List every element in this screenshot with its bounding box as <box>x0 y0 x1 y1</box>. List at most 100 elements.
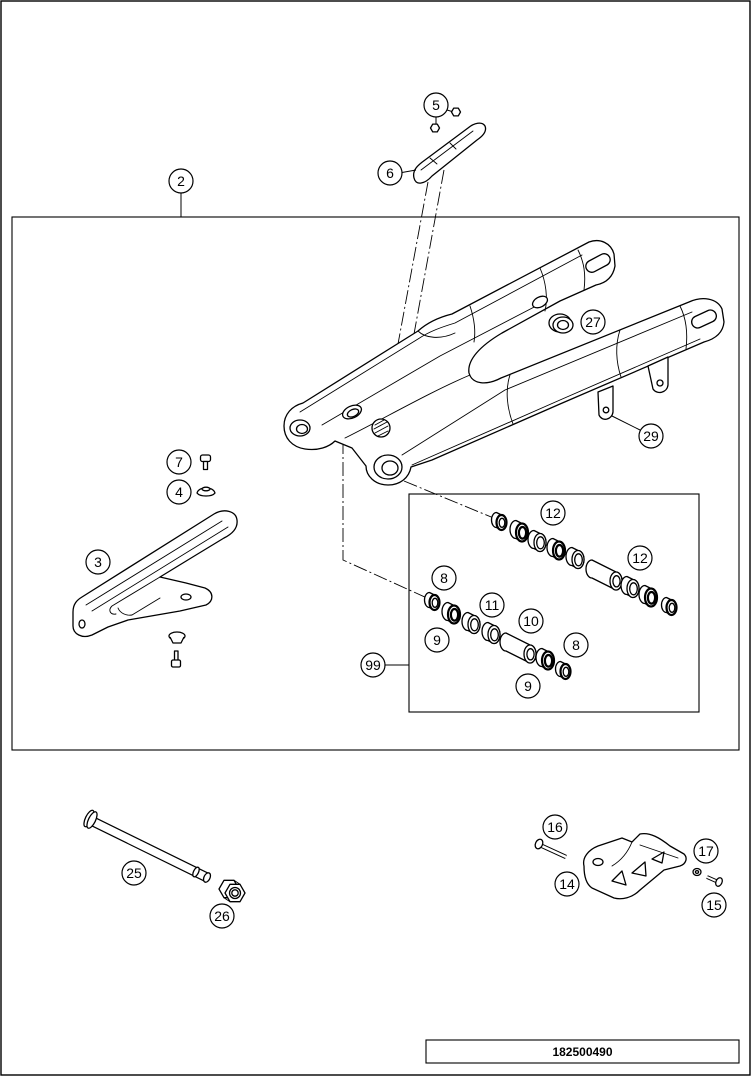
callout-circle <box>701 892 727 918</box>
lower-arm-ridge-line <box>411 338 701 466</box>
callout-number: 6 <box>386 165 394 181</box>
chain-guide <box>582 832 687 900</box>
callout-number: 2 <box>177 173 185 189</box>
callout-26: 26 <box>209 903 235 929</box>
washer-17 <box>692 867 702 877</box>
callout-14: 14 <box>554 871 580 897</box>
drawing-number-frame <box>425 1039 740 1064</box>
bolt-7 <box>199 454 212 471</box>
callout-9-left: 9 <box>424 627 450 653</box>
cover-opening <box>531 295 549 309</box>
callout-29: 29 <box>638 423 664 449</box>
callout-number: 3 <box>94 554 102 570</box>
callout-number: 25 <box>126 865 142 881</box>
slider-washer <box>168 631 186 644</box>
callout-circle <box>627 545 653 571</box>
callout-circle <box>693 838 719 864</box>
crossbar-opening-inner <box>346 408 360 418</box>
callout-number: 9 <box>433 632 441 648</box>
seal-ring <box>508 519 530 543</box>
callout-circle <box>638 423 664 449</box>
callout-circle <box>563 632 589 658</box>
callout-number: 5 <box>432 97 440 113</box>
callout-circle <box>515 673 541 699</box>
callout-number: 29 <box>643 428 659 444</box>
bearing-kit <box>423 511 678 681</box>
slider-bolt <box>170 650 182 668</box>
grille-plug <box>371 418 391 438</box>
callout-number: 14 <box>559 876 575 892</box>
crossbar-seam-line <box>344 374 471 439</box>
callout-circle <box>554 871 580 897</box>
upper-axle-slot <box>585 253 611 273</box>
callout-circle <box>360 652 386 678</box>
callout-99: 99 <box>360 652 386 678</box>
lower-arm-top-face-line <box>401 311 693 456</box>
assembly-line-left-pivot <box>342 440 428 599</box>
left-pivot-bore <box>295 423 309 435</box>
thrust-ring <box>461 611 481 635</box>
callout-circle <box>580 309 606 335</box>
callout-circle <box>209 903 235 929</box>
drawing-number-box: 182500490 <box>425 1039 740 1064</box>
callout-circle <box>168 168 194 194</box>
cap-4 <box>196 486 216 497</box>
guide-bolt-16 <box>534 838 567 859</box>
spacer-sleeve <box>585 559 623 591</box>
upper-arm-section-line <box>539 267 547 312</box>
callout-circle <box>540 500 566 526</box>
drawing-number: 182500490 <box>552 1045 612 1059</box>
axle-shoulder <box>192 866 200 878</box>
callout-circle <box>166 479 192 505</box>
thrust-ring <box>527 529 547 553</box>
nut-front <box>429 123 441 133</box>
leader-29 <box>611 415 641 431</box>
callout-number: 7 <box>175 454 183 470</box>
assembly-line-right-pivot <box>403 480 497 520</box>
callout-circle <box>166 449 192 475</box>
leader-lines <box>180 109 641 666</box>
seal-ring <box>637 584 659 608</box>
chain-slider <box>72 510 238 638</box>
callout-4: 4 <box>166 479 192 505</box>
seal-ring <box>534 647 556 671</box>
callout-circle <box>85 549 111 575</box>
axle-nut <box>218 879 246 903</box>
callout-7: 7 <box>166 449 192 475</box>
needle-bearing <box>565 546 585 570</box>
upper-arm-ridge-line <box>321 303 541 426</box>
assembly-line-slider-front <box>397 181 429 345</box>
slider-mount-hump-line <box>417 330 456 338</box>
callout-number: 12 <box>545 505 561 521</box>
swingarm-body <box>283 239 725 486</box>
leader-6 <box>401 169 417 173</box>
lower-arm-end-line <box>679 305 688 350</box>
spacer-sleeve <box>499 632 537 664</box>
slider-nuts <box>429 107 462 133</box>
brake-mount-hole <box>602 406 610 414</box>
callout-8-left: 8 <box>431 565 457 591</box>
callout-number: 8 <box>572 637 580 653</box>
callout-27: 27 <box>580 309 606 335</box>
callout-circle <box>121 860 147 886</box>
needle-bearing <box>481 621 501 645</box>
upper-arm-top-face-line <box>299 254 583 413</box>
callout-15: 15 <box>701 892 727 918</box>
swingarm <box>283 239 725 486</box>
cover-grommet <box>548 313 574 334</box>
callout-number: 27 <box>585 314 601 330</box>
callout-circle <box>431 565 457 591</box>
callout-number: 15 <box>706 897 722 913</box>
callout-circle <box>423 92 449 118</box>
callout-circle <box>542 814 568 840</box>
callout-16: 16 <box>542 814 568 840</box>
lower-axle-slot <box>691 309 717 329</box>
bushing <box>660 596 678 617</box>
axle-head <box>86 811 98 829</box>
upper-arm-section-line <box>469 305 476 343</box>
callout-number: 16 <box>547 819 563 835</box>
callout-17: 17 <box>693 838 719 864</box>
callout-number: 10 <box>523 613 539 629</box>
